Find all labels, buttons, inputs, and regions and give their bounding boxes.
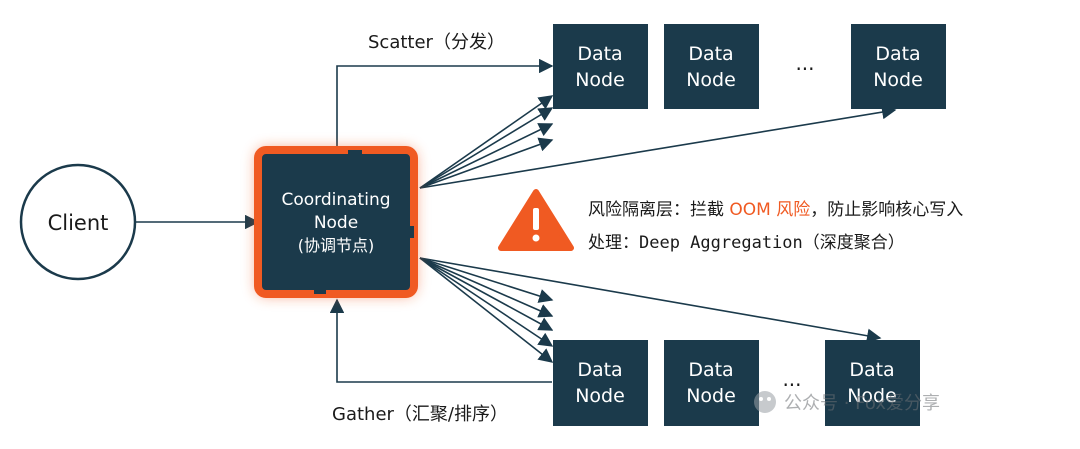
notch-right (404, 226, 414, 238)
top-data-node-1: Data Node (553, 24, 648, 109)
fan-bottom-5 (419, 257, 554, 363)
data-node-label: Node (575, 385, 625, 407)
gather-label: Gather（汇聚/排序） (332, 404, 508, 425)
warning-line-2-suffix: （深度聚合） (803, 233, 905, 253)
coordinator-line-2: Node (314, 213, 358, 233)
watermark: 公众号 · Fox爱分享 (754, 391, 940, 414)
bottom-data-node-2: Data Node (664, 340, 759, 426)
fan-bottom-2 (419, 257, 554, 318)
data-node-label: Node (686, 385, 736, 407)
fan-top-1 (419, 95, 554, 189)
watermark-text: 公众号 · Fox爱分享 (784, 393, 940, 414)
data-node-label: Data (688, 43, 733, 65)
data-node-label: Data (875, 43, 920, 65)
fan-top-3 (419, 123, 554, 189)
warning-code: Deep Aggregation (639, 233, 803, 253)
data-node-label: Data (577, 359, 622, 381)
data-node-label: Node (847, 385, 897, 407)
notch-top (348, 150, 362, 158)
fan-top-2 (419, 107, 554, 189)
warning-line-1-prefix: 风险隔离层：拦截 (588, 200, 729, 220)
client-node: Client (19, 163, 137, 281)
fan-bottom-1 (419, 257, 554, 303)
fan-bottom-3 (419, 257, 554, 331)
client-label: Client (48, 211, 109, 235)
warning-line-2-prefix: 处理： (588, 233, 639, 253)
warning-line-1-suffix: ，防止影响核心写入 (810, 200, 963, 220)
top-ellipsis: ... (795, 51, 814, 75)
wechat-icon (754, 391, 776, 413)
data-node-label: Node (686, 69, 736, 91)
connectors (136, 58, 897, 383)
data-node-label: Node (873, 69, 923, 91)
warning-highlight: OOM 风险 (729, 200, 810, 220)
fan-bottom-6 (419, 257, 882, 343)
fan-top-4 (419, 137, 554, 189)
top-data-node-2: Data Node (664, 24, 759, 109)
data-node-label: Data (849, 359, 894, 381)
gather-arrow (329, 298, 552, 383)
data-node-label: Data (577, 43, 622, 65)
coordinator-line-3: (协调节点) (298, 236, 375, 255)
notch-bottom (314, 286, 326, 294)
bottom-data-node-1: Data Node (553, 340, 648, 426)
warning-icon (498, 189, 574, 251)
top-data-node-3: Data Node (851, 24, 946, 109)
data-node-label: Data (688, 359, 733, 381)
fan-top-5 (419, 104, 897, 189)
coordinating-node: Coordinating Node (协调节点) (254, 146, 418, 298)
data-node-label: Node (575, 69, 625, 91)
warning-line-2: 处理：Deep Aggregation（深度聚合） (588, 233, 905, 253)
coordinator-line-1: Coordinating (281, 190, 390, 210)
scatter-arrow (336, 58, 554, 150)
warning-line-1: 风险隔离层：拦截 OOM 风险，防止影响核心写入 (588, 200, 963, 220)
bottom-ellipsis: ... (782, 367, 801, 391)
bottom-data-node-3: Data Node (825, 340, 920, 426)
fan-bottom-4 (419, 257, 554, 347)
scatter-label: Scatter（分发） (368, 32, 505, 53)
